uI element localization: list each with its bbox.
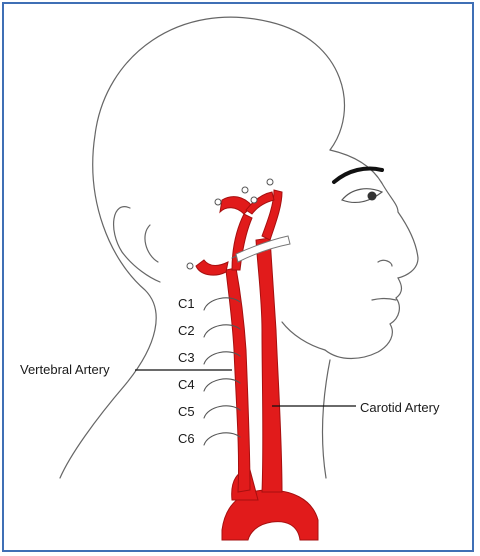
branch-end-4 (267, 179, 273, 185)
branch-end-1 (187, 263, 193, 269)
branch-end-5 (242, 187, 248, 193)
pupil (368, 192, 377, 201)
nerve-hook-c4 (204, 379, 240, 391)
ear-outline (114, 207, 160, 282)
internal-carotid-upper (232, 214, 252, 270)
vertebra-label-c2: C2 (178, 323, 195, 338)
ear-inner (145, 225, 158, 262)
carotid-artery (256, 238, 282, 492)
skull-back-outline (60, 17, 344, 478)
vertebra-label-c6: C6 (178, 431, 195, 446)
mouth (372, 299, 396, 301)
nerve-hook-c6 (204, 433, 240, 445)
upper-branch-right (246, 192, 274, 214)
vertebra-label-c5: C5 (178, 404, 195, 419)
vertebral-loop (196, 260, 228, 275)
vertebral-artery-label: Vertebral Artery (20, 362, 110, 377)
carotid-artery-label: Carotid Artery (360, 400, 440, 415)
face-profile (325, 150, 418, 359)
nostril (378, 260, 392, 266)
vertebra-label-c3: C3 (178, 350, 195, 365)
throat-outline (323, 360, 330, 478)
eyebrow (334, 169, 382, 183)
vertebra-label-c4: C4 (178, 377, 195, 392)
nerve-hook-c5 (204, 406, 240, 418)
vertebra-label-c1: C1 (178, 296, 195, 311)
jaw-line (282, 322, 325, 350)
vertebral-artery (226, 268, 250, 492)
branch-end-2 (215, 199, 221, 205)
branch-end-3 (251, 197, 257, 203)
